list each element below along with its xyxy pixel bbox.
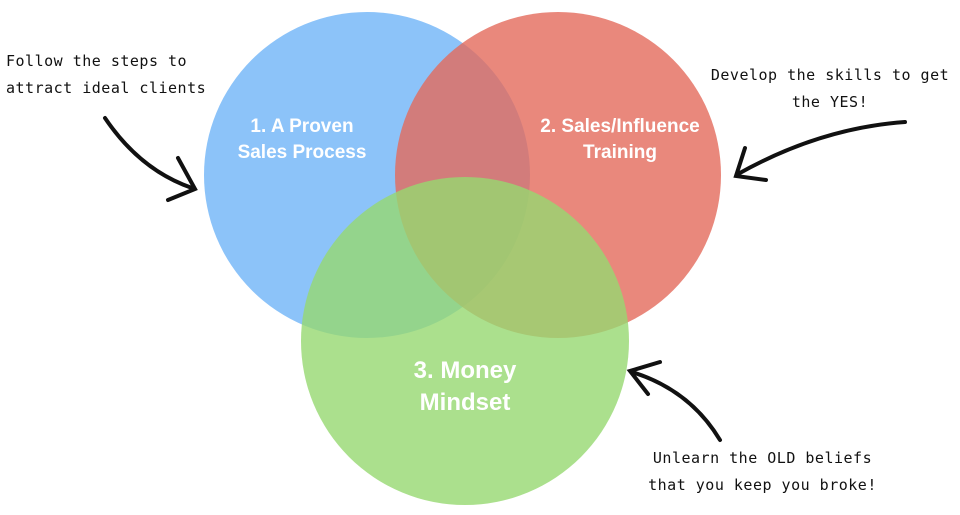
note-line: the YES! (791, 93, 869, 111)
arrow-bottom-head (626, 360, 662, 396)
note-line: Unlearn the OLD beliefs (652, 449, 873, 467)
label-line: Mindset (419, 389, 511, 416)
note-right: Develop the skills to get the YES! (705, 62, 955, 116)
arrow-right (736, 120, 907, 176)
label-line: 1. A Proven (250, 116, 354, 137)
label-line: 2. Sales/Influence (540, 116, 700, 137)
circle-1-label: 1. A Proven Sales Process (217, 114, 387, 166)
note-line: attract ideal clients (6, 79, 207, 97)
arrow-bottom (630, 370, 722, 442)
label-line: Sales Process (237, 142, 367, 163)
note-line: that you keep you broke! (648, 476, 877, 494)
circle-money-mindset (301, 177, 629, 505)
arrow-right-head (733, 146, 768, 182)
circle-2-label: 2. Sales/Influence Training (520, 114, 720, 166)
note-line: Follow the steps to (6, 52, 188, 70)
label-line: Training (583, 142, 657, 163)
note-bottom: Unlearn the OLD beliefs that you keep yo… (640, 445, 885, 499)
note-line: Develop the skills to get (710, 66, 950, 84)
circle-3-label: 3. Money Mindset (380, 355, 550, 419)
label-line: 3. Money (413, 357, 517, 384)
arrow-left (103, 116, 194, 190)
note-left: Follow the steps to attract ideal client… (6, 48, 206, 102)
arrow-left-head (166, 156, 198, 202)
